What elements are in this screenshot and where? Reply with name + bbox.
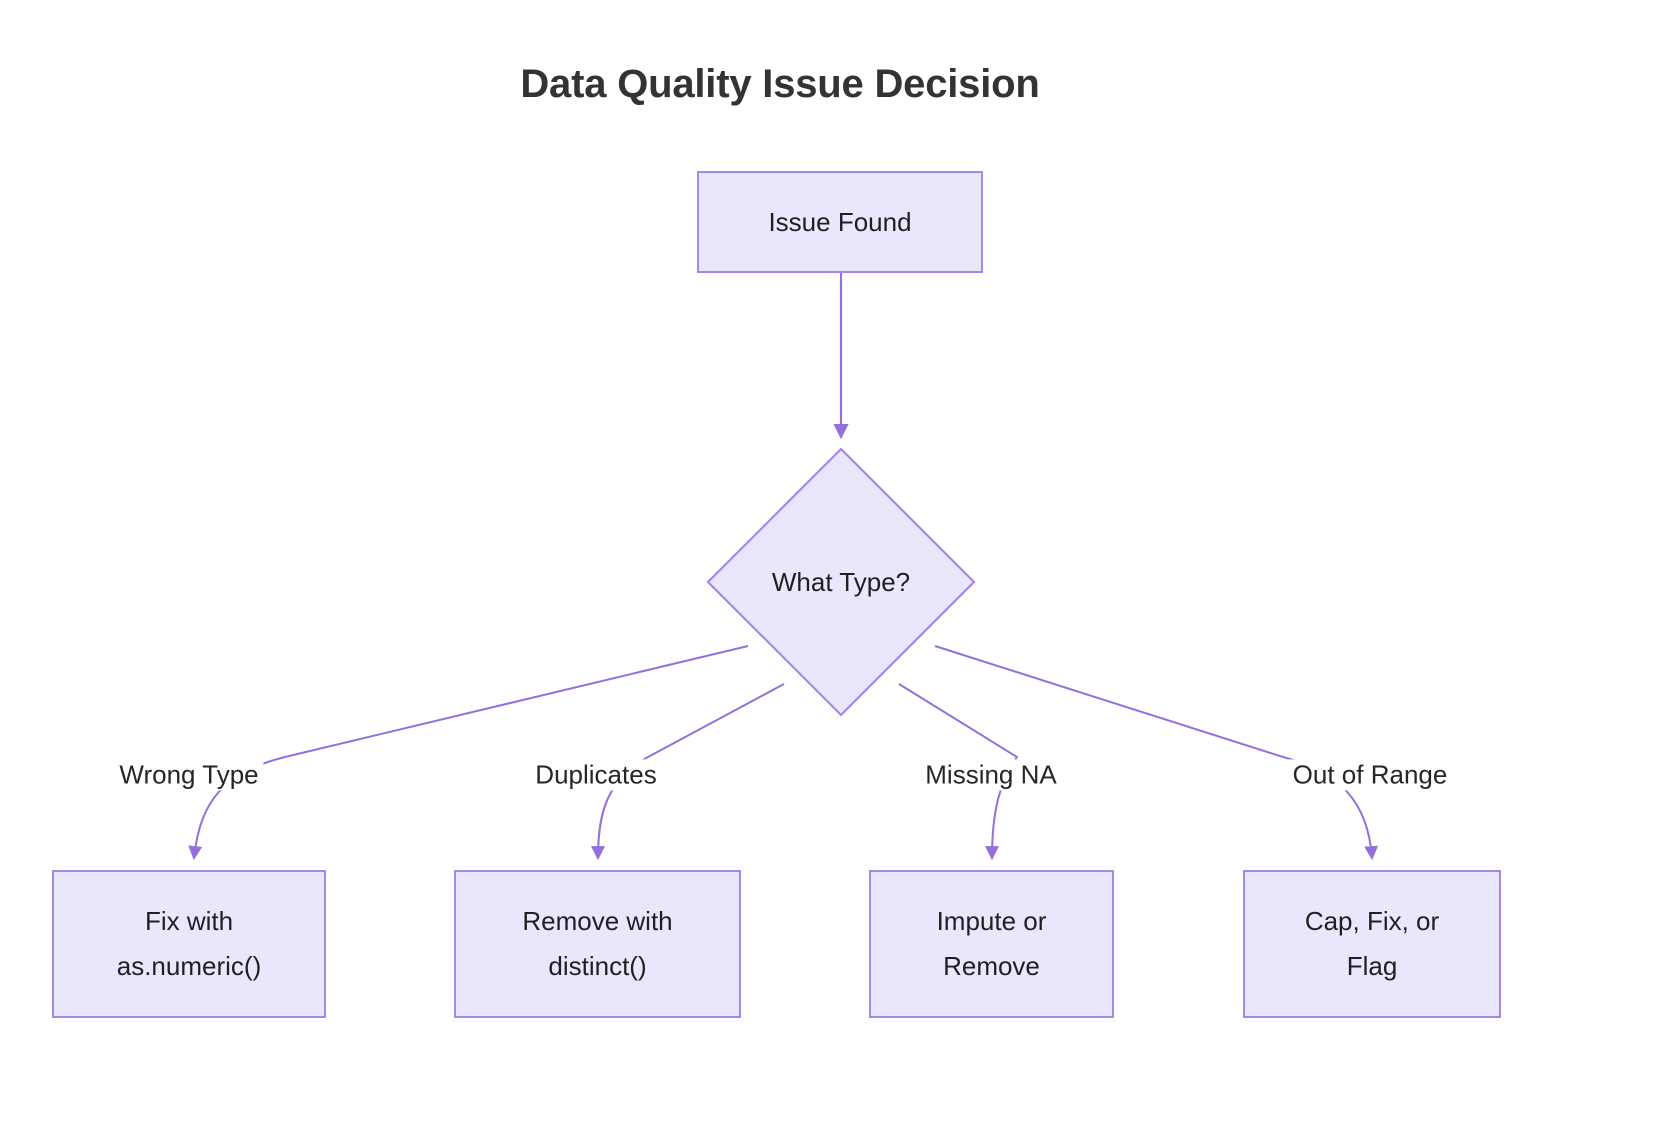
edge-decision-to-range <box>934 645 1379 861</box>
node-cap-fix-or-flag[interactable]: Cap, Fix, or Flag <box>1243 870 1501 1018</box>
page-title: Data Quality Issue Decision <box>520 62 1040 106</box>
node-remove-with-distinct[interactable]: Remove with distinct() <box>454 870 741 1018</box>
node-cap-fix-or-flag-label-2: Flag <box>1346 951 1398 981</box>
node-what-type[interactable]: What Type? <box>706 447 976 717</box>
node-impute-or-remove-label-1: Impute or <box>936 906 1047 937</box>
edge-label-wrong-type: Wrong Type <box>114 759 264 791</box>
diamond-shape <box>706 447 976 717</box>
edge-label-out-of-range: Out of Range <box>1287 759 1453 791</box>
node-fix-with-as-numeric-label-2: as.numeric() <box>116 951 262 981</box>
node-fix-with-as-numeric-label-1: Fix with <box>144 906 234 937</box>
edge-label-missing-na: Missing NA <box>920 759 1062 791</box>
node-remove-with-distinct-label-1: Remove with <box>522 906 673 937</box>
node-fix-with-as-numeric[interactable]: Fix with as.numeric() <box>52 870 326 1018</box>
node-impute-or-remove[interactable]: Impute or Remove <box>869 870 1114 1018</box>
node-cap-fix-or-flag-label-1: Cap, Fix, or <box>1304 906 1440 937</box>
edge-label-duplicates: Duplicates <box>530 759 662 791</box>
node-issue-found-label: Issue Found <box>768 206 912 237</box>
node-remove-with-distinct-label-2: distinct() <box>548 951 647 981</box>
node-issue-found[interactable]: Issue Found <box>697 171 983 273</box>
node-impute-or-remove-label-2: Remove <box>943 951 1040 981</box>
edge-decision-to-fix-type <box>188 645 749 861</box>
